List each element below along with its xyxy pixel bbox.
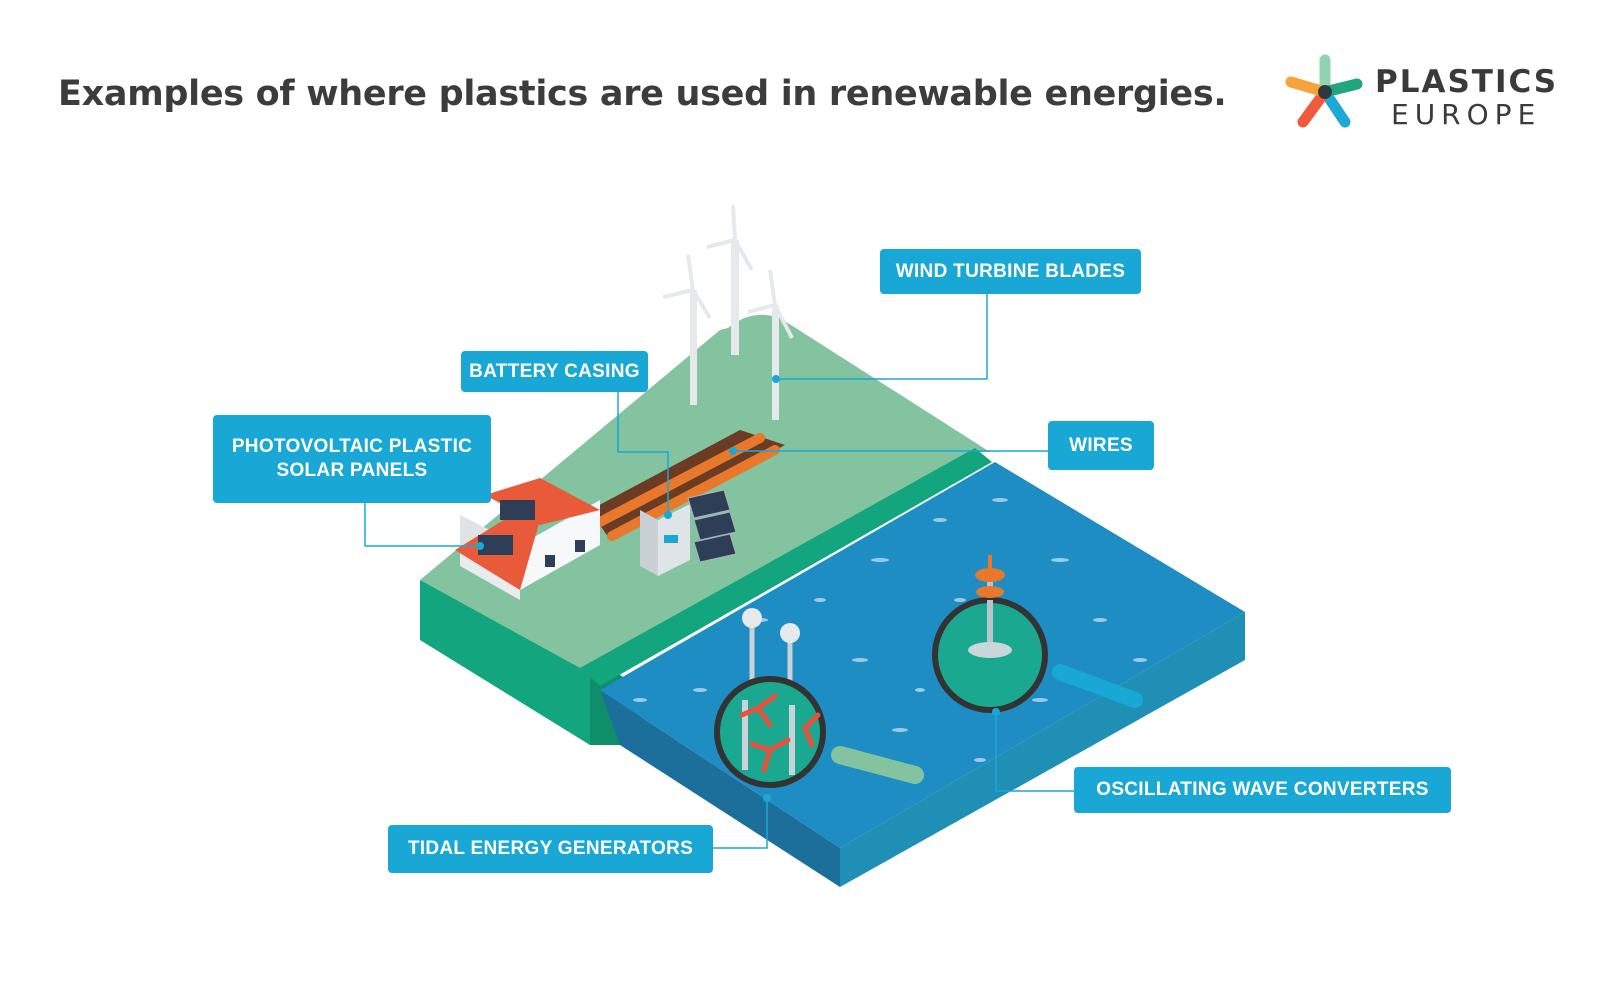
label-wires: WIRES bbox=[1048, 421, 1154, 470]
label-photovoltaic-solar-panels: PHOTOVOLTAIC PLASTIC SOLAR PANELS bbox=[213, 415, 491, 503]
logo-text-europe: EUROPE bbox=[1391, 98, 1542, 131]
solar-panel-rack bbox=[687, 489, 737, 563]
connector-dots bbox=[476, 375, 1000, 802]
connector-lines bbox=[364, 292, 1075, 849]
label-battery-casing: BATTERY CASING bbox=[461, 351, 648, 392]
label-tidal-energy-generators: TIDAL ENERGY GENERATORS bbox=[388, 825, 713, 873]
tidal-magnifier bbox=[714, 608, 924, 788]
wave-magnifier bbox=[932, 586, 1143, 713]
label-solar-line2: SOLAR PANELS bbox=[276, 460, 428, 481]
label-oscillating-wave-converters: OSCILLATING WAVE CONVERTERS bbox=[1074, 767, 1451, 813]
plastics-europe-logo: PLASTICS EUROPE bbox=[1283, 52, 1583, 132]
house bbox=[455, 478, 600, 600]
label-solar-line1: PHOTOVOLTAIC PLASTIC bbox=[231, 436, 473, 457]
plastics-europe-logo-icon bbox=[1285, 54, 1363, 128]
label-wind-turbine-blades: WIND TURBINE BLADES bbox=[880, 249, 1141, 294]
page-title: Examples of where plastics are used in r… bbox=[58, 74, 1227, 114]
wind-turbines bbox=[662, 204, 794, 420]
logo-text-plastics: PLASTICS bbox=[1375, 64, 1559, 100]
battery-unit bbox=[640, 504, 690, 576]
